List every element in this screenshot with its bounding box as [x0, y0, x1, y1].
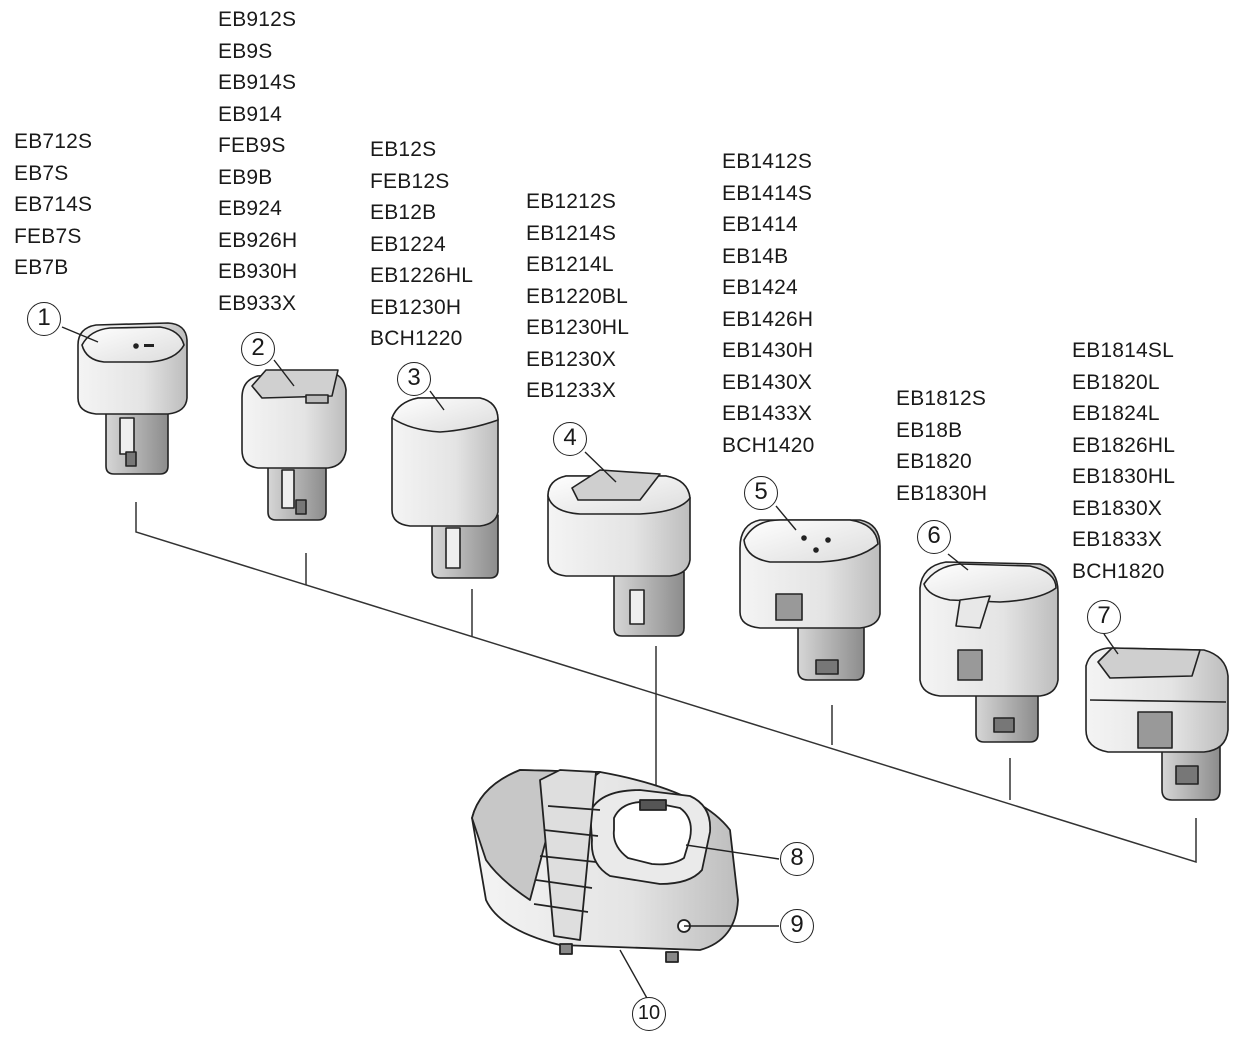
- model-label: EB1233X: [526, 379, 617, 402]
- model-label: EB1212S: [526, 190, 617, 213]
- model-label: EB1220BL: [526, 284, 629, 308]
- model-label: EB1426H: [722, 307, 814, 331]
- battery-6-illustration: [919, 561, 1059, 743]
- model-label: EB1414: [722, 213, 798, 236]
- battery-2-illustration: [241, 369, 347, 521]
- model-label: FEB9S: [218, 134, 286, 157]
- model-label: BCH1220: [370, 327, 463, 350]
- model-label: EB1812S: [896, 387, 987, 410]
- battery-3-illustration: [391, 397, 499, 579]
- callout-6: 6: [917, 520, 951, 554]
- model-label: EB12B: [370, 201, 437, 224]
- model-label: EB933X: [218, 291, 297, 315]
- battery-5-illustration: [739, 519, 881, 681]
- model-label: EB1820L: [1072, 370, 1160, 394]
- callout-9: 9: [780, 909, 814, 943]
- model-label: EB1230H: [370, 295, 462, 319]
- model-label: BCH1420: [722, 433, 815, 457]
- model-label: EB18B: [896, 418, 963, 442]
- battery-4-illustration: [547, 469, 691, 637]
- model-label: EB1414S: [722, 181, 813, 205]
- battery-4-model-list: EB1212S EB1214S EB1214L EB1220BL EB1230HL EB1…: [526, 186, 629, 407]
- battery-1-illustration: [77, 322, 188, 475]
- model-label: EB712S: [14, 130, 93, 153]
- model-label: EB914: [218, 102, 283, 126]
- model-label: EB7S: [14, 161, 69, 185]
- model-label: EB1830HL: [1072, 465, 1176, 488]
- model-label: EB1830X: [1072, 496, 1163, 520]
- battery-7-model-list: EB1814SL EB1820L EB1824L EB1826HL EB1830HL EB…: [1072, 335, 1175, 587]
- leader-lines: [61, 326, 1119, 1001]
- callout-8: 8: [780, 842, 814, 876]
- model-label: EB1424: [722, 276, 798, 299]
- model-label: EB1214L: [526, 253, 614, 276]
- callout-3: 3: [397, 362, 431, 396]
- model-label: EB914S: [218, 71, 297, 94]
- model-label: EB924: [218, 197, 283, 220]
- model-label: EB926H: [218, 228, 298, 252]
- callout-2: 2: [241, 332, 275, 366]
- model-label: EB7B: [14, 256, 69, 279]
- charger-illustration: [471, 769, 739, 963]
- model-label: BCH1820: [1072, 559, 1165, 583]
- model-label: EB1214S: [526, 221, 617, 245]
- model-label: EB1430H: [722, 339, 814, 362]
- model-label: EB1824L: [1072, 402, 1160, 425]
- model-label: EB1224: [370, 232, 446, 256]
- model-label: EB1230HL: [526, 316, 630, 339]
- model-label: EB14B: [722, 244, 789, 268]
- callout-7: 7: [1087, 600, 1121, 634]
- model-label: EB9S: [218, 39, 273, 63]
- model-label: EB1230X: [526, 347, 617, 371]
- model-label: EB1814SL: [1072, 339, 1175, 362]
- model-label: EB1226HL: [370, 264, 474, 287]
- model-label: EB1430X: [722, 370, 813, 394]
- model-label: EB930H: [218, 260, 298, 283]
- model-label: EB714S: [14, 193, 93, 216]
- model-label: EB1833X: [1072, 528, 1163, 551]
- callout-10: 10: [632, 997, 666, 1031]
- callout-1: 1: [27, 302, 61, 336]
- model-label: EB12S: [370, 138, 437, 161]
- callout-5: 5: [744, 476, 778, 510]
- model-label: EB1820: [896, 450, 972, 473]
- model-label: EB9B: [218, 165, 273, 189]
- battery-7-illustration: [1085, 647, 1229, 801]
- model-label: EB1826HL: [1072, 433, 1176, 457]
- model-label: FEB7S: [14, 224, 82, 248]
- callout-4: 4: [553, 422, 587, 456]
- model-label: EB1433X: [722, 402, 813, 425]
- model-label: EB1412S: [722, 150, 813, 173]
- model-label: EB1830H: [896, 481, 988, 505]
- model-label: FEB12S: [370, 169, 450, 193]
- model-label: EB912S: [218, 8, 297, 31]
- battery-1-model-list: EB712S EB7S EB714S FEB7S EB7B: [14, 126, 92, 284]
